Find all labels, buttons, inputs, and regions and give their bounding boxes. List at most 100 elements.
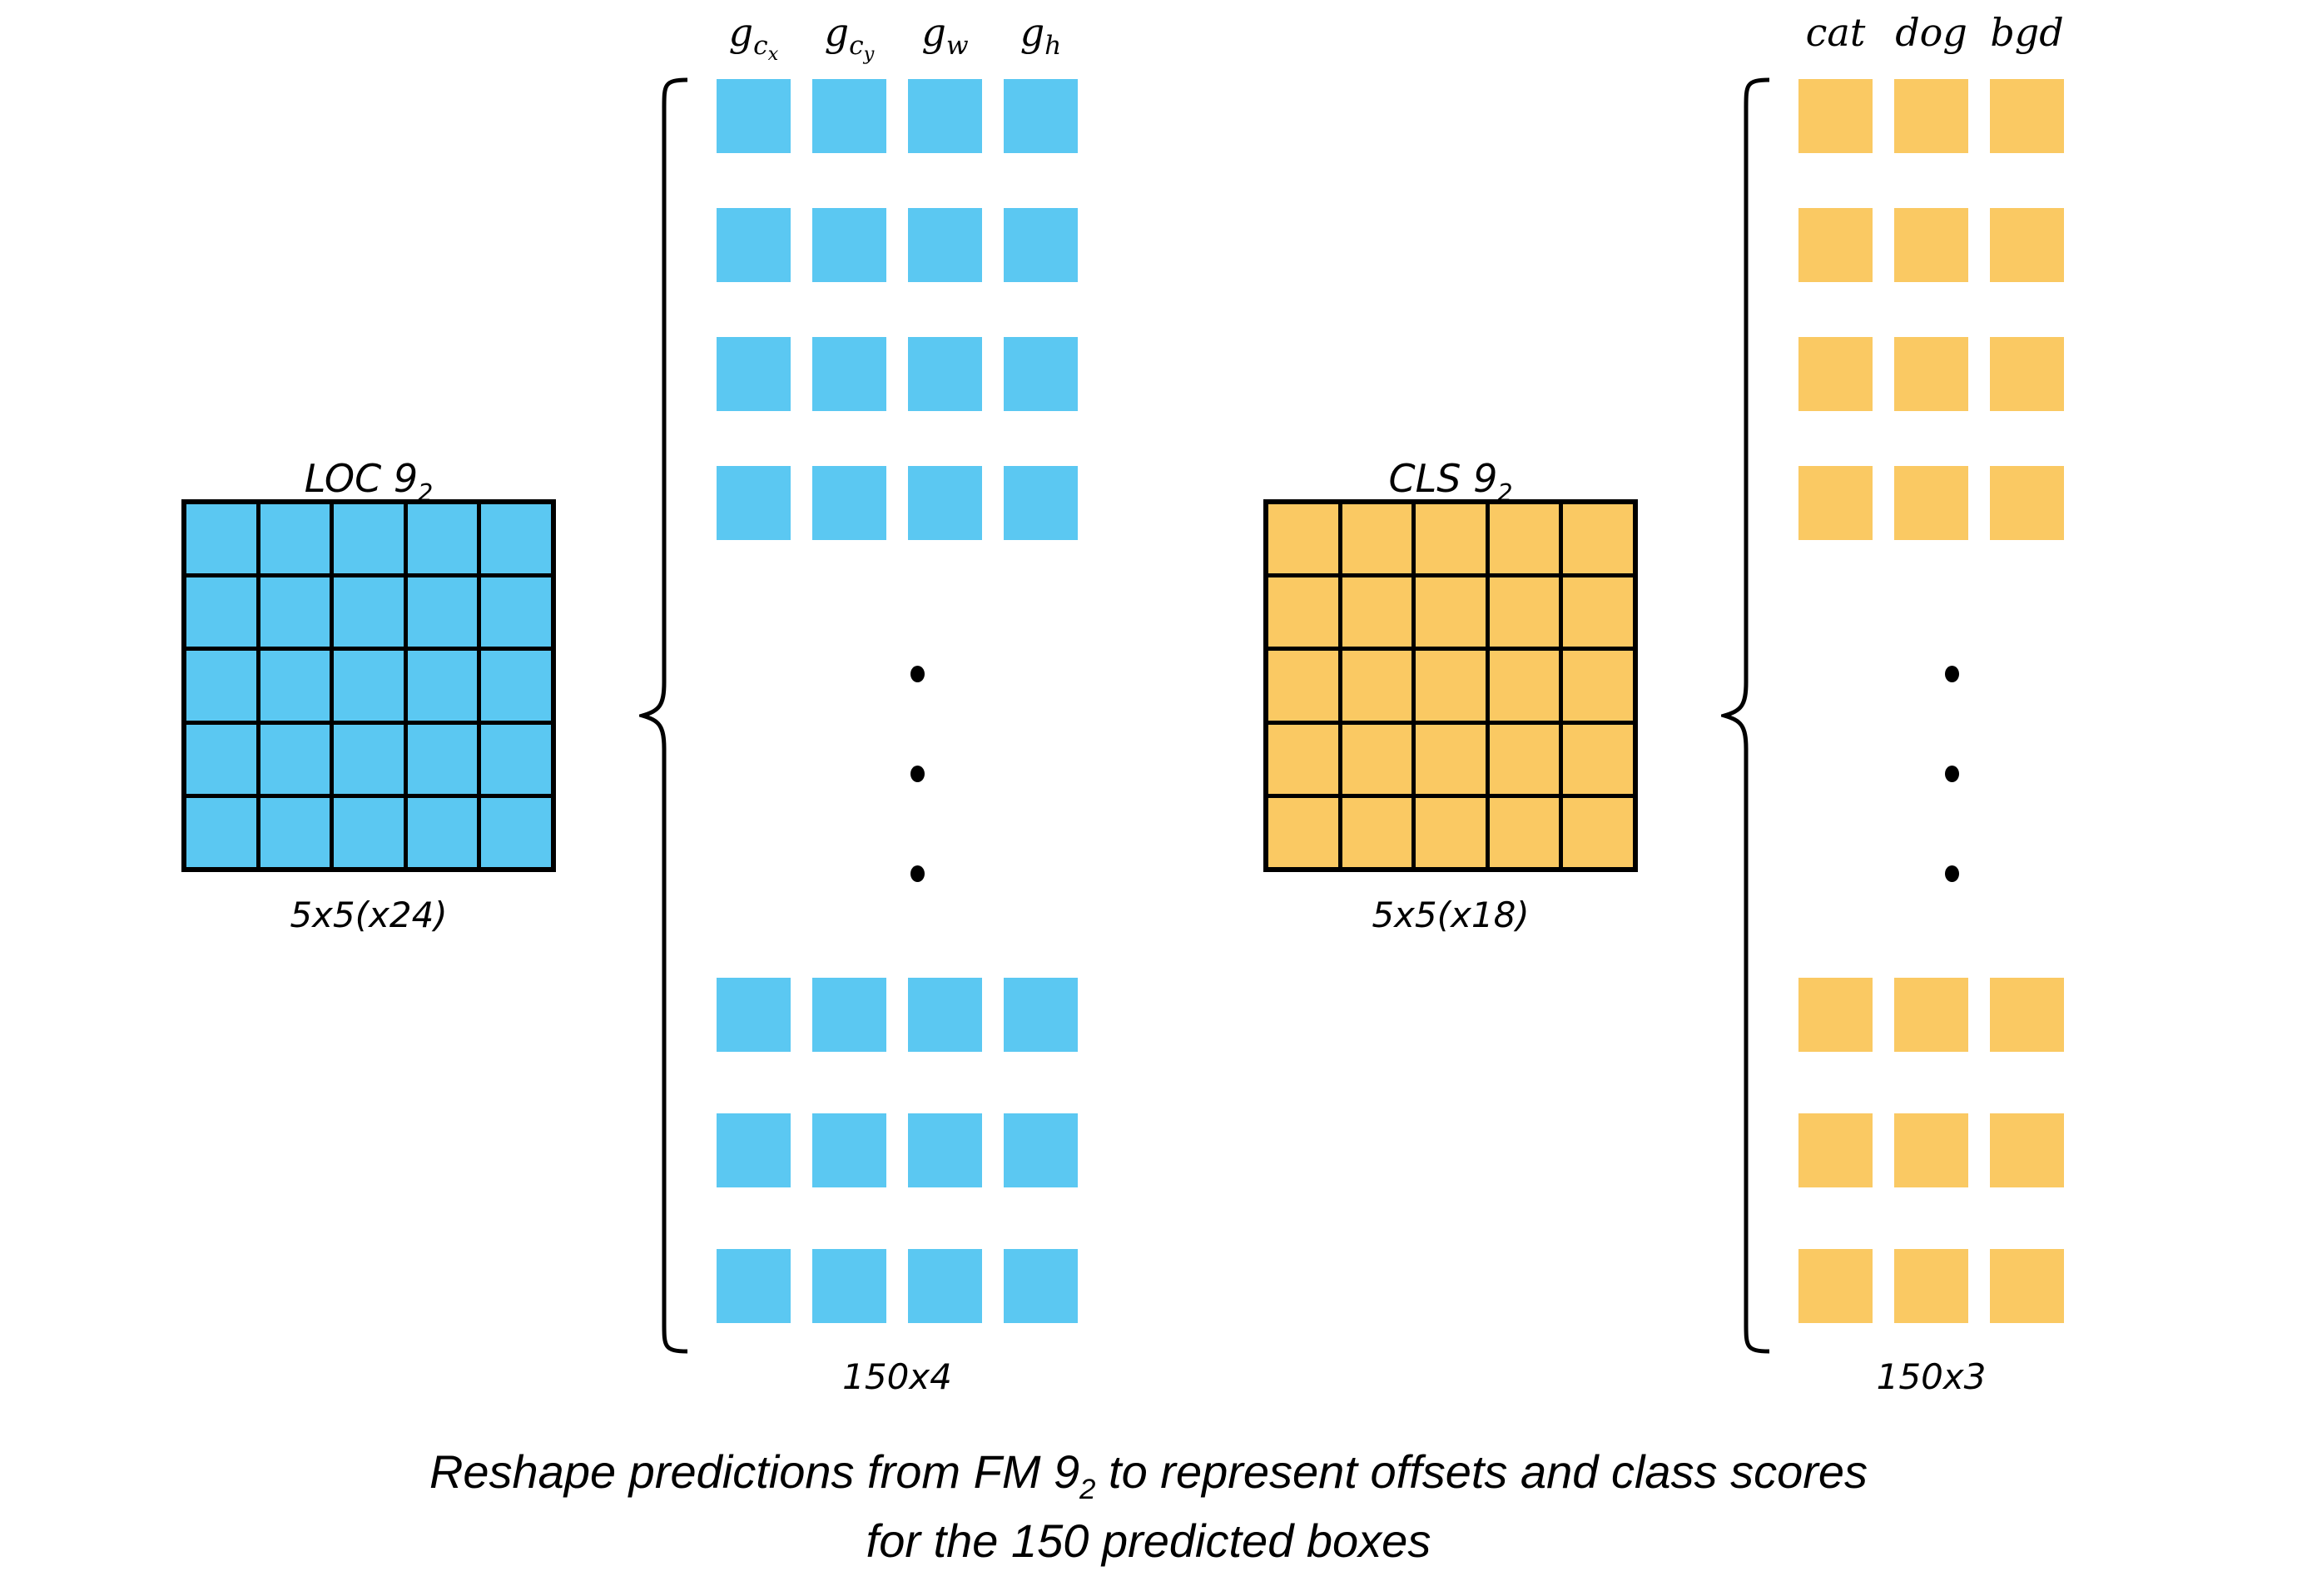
prediction-chip: [1798, 337, 1873, 411]
prediction-chip: [1894, 79, 1968, 153]
ellipsis-dot: [910, 766, 925, 782]
prediction-chip: [1798, 208, 1873, 282]
prediction-chip: [908, 1113, 982, 1187]
prediction-chip: [1894, 1113, 1968, 1187]
grid-cell: [1416, 504, 1486, 574]
grid-cell: [334, 577, 404, 647]
grid-cell: [1416, 577, 1486, 647]
caption-line1-before: Reshape predictions from FM 9: [429, 1445, 1080, 1498]
prediction-chip: [1894, 978, 1968, 1052]
grid-cell: [407, 724, 478, 794]
prediction-chip: [1990, 1113, 2064, 1187]
cls-column-label-bgd-base: bgd: [1990, 10, 2064, 55]
grid-cell: [1416, 797, 1486, 867]
grid-cell: [407, 577, 478, 647]
ellipsis-dot: [1945, 666, 1959, 682]
prediction-chip: [812, 79, 886, 153]
cls-feature-map-grid: [1263, 499, 1638, 872]
cls-column-label-cat: cat: [1798, 10, 1873, 55]
grid-cell: [334, 504, 404, 574]
loc-column-label-gw: gw: [908, 10, 982, 61]
prediction-chip: [908, 208, 982, 282]
prediction-chip: [1894, 208, 1968, 282]
figure-caption-line2: for the 150 predicted boxes: [866, 1514, 1431, 1567]
grid-cell: [1489, 504, 1560, 574]
grid-cell: [1268, 724, 1338, 794]
prediction-chip: [717, 79, 791, 153]
grid-cell: [407, 797, 478, 867]
grid-cell: [186, 797, 256, 867]
grid-cell: [1342, 797, 1412, 867]
loc-grid-sublabel: 5x5(x24): [290, 895, 448, 935]
loc-grid-title-text: LOC 9: [304, 456, 419, 501]
grid-cell: [1268, 651, 1338, 721]
grid-cell: [407, 504, 478, 574]
cls-grid-sublabel: 5x5(x18): [1372, 895, 1530, 935]
prediction-chip: [1004, 337, 1078, 411]
ellipsis-dot: [1945, 766, 1959, 782]
grid-cell: [1342, 651, 1412, 721]
loc-chips-sublabel: 150x4: [842, 1356, 952, 1397]
loc-column-label-gcy-sub: c: [849, 31, 864, 61]
ellipsis-dot: [910, 666, 925, 682]
grid-cell: [1563, 797, 1633, 867]
grid-cell: [481, 504, 551, 574]
grid-cell: [1489, 724, 1560, 794]
cls-chips-sublabel: 150x3: [1876, 1356, 1987, 1397]
grid-cell: [1563, 724, 1633, 794]
grid-cell: [260, 577, 330, 647]
prediction-chip: [1990, 978, 2064, 1052]
prediction-chip: [1990, 208, 2064, 282]
grid-cell: [186, 651, 256, 721]
grid-cell: [1563, 577, 1633, 647]
prediction-chip: [1990, 1249, 2064, 1323]
cls-brace: [1721, 75, 1771, 1356]
prediction-chip: [717, 1113, 791, 1187]
prediction-chip: [812, 337, 886, 411]
prediction-chip: [717, 337, 791, 411]
prediction-chip: [717, 208, 791, 282]
grid-cell: [481, 577, 551, 647]
grid-cell: [260, 724, 330, 794]
prediction-chip: [812, 1249, 886, 1323]
grid-cell: [1342, 724, 1412, 794]
loc-column-label-gcx: gcx: [717, 10, 791, 65]
grid-cell: [1563, 651, 1633, 721]
ellipsis-dot: [1945, 865, 1959, 882]
prediction-chip: [908, 1249, 982, 1323]
caption-line1-subscript: 2: [1079, 1474, 1096, 1506]
grid-cell: [334, 651, 404, 721]
loc-feature-map-grid: [181, 499, 556, 872]
grid-cell: [186, 724, 256, 794]
grid-cell: [334, 797, 404, 867]
grid-cell: [1416, 651, 1486, 721]
prediction-chip: [1990, 466, 2064, 540]
grid-cell: [481, 724, 551, 794]
grid-cell: [1489, 577, 1560, 647]
grid-cell: [481, 797, 551, 867]
grid-cell: [407, 651, 478, 721]
cls-column-label-bgd: bgd: [1990, 10, 2064, 55]
caption-line1-after: to represent offsets and class scores: [1095, 1445, 1868, 1498]
grid-cell: [334, 724, 404, 794]
cls-grid-title-text: CLS 9: [1388, 456, 1498, 501]
grid-cell: [1268, 797, 1338, 867]
loc-column-label-gh: gh: [1004, 10, 1078, 61]
grid-cell: [481, 651, 551, 721]
prediction-chip: [1894, 1249, 1968, 1323]
prediction-chip: [908, 978, 982, 1052]
grid-cell: [1268, 577, 1338, 647]
prediction-chip: [908, 466, 982, 540]
prediction-chip: [1798, 978, 1873, 1052]
cls-column-label-dog: dog: [1894, 10, 1968, 55]
loc-column-label-gcy-subsub: y: [863, 42, 875, 65]
grid-cell: [1489, 797, 1560, 867]
grid-cell: [186, 577, 256, 647]
grid-cell: [260, 651, 330, 721]
cls-column-label-dog-base: dog: [1895, 10, 1967, 55]
prediction-chip: [1004, 79, 1078, 153]
prediction-chip: [1798, 79, 1873, 153]
grid-cell: [260, 797, 330, 867]
prediction-chip: [1004, 1113, 1078, 1187]
